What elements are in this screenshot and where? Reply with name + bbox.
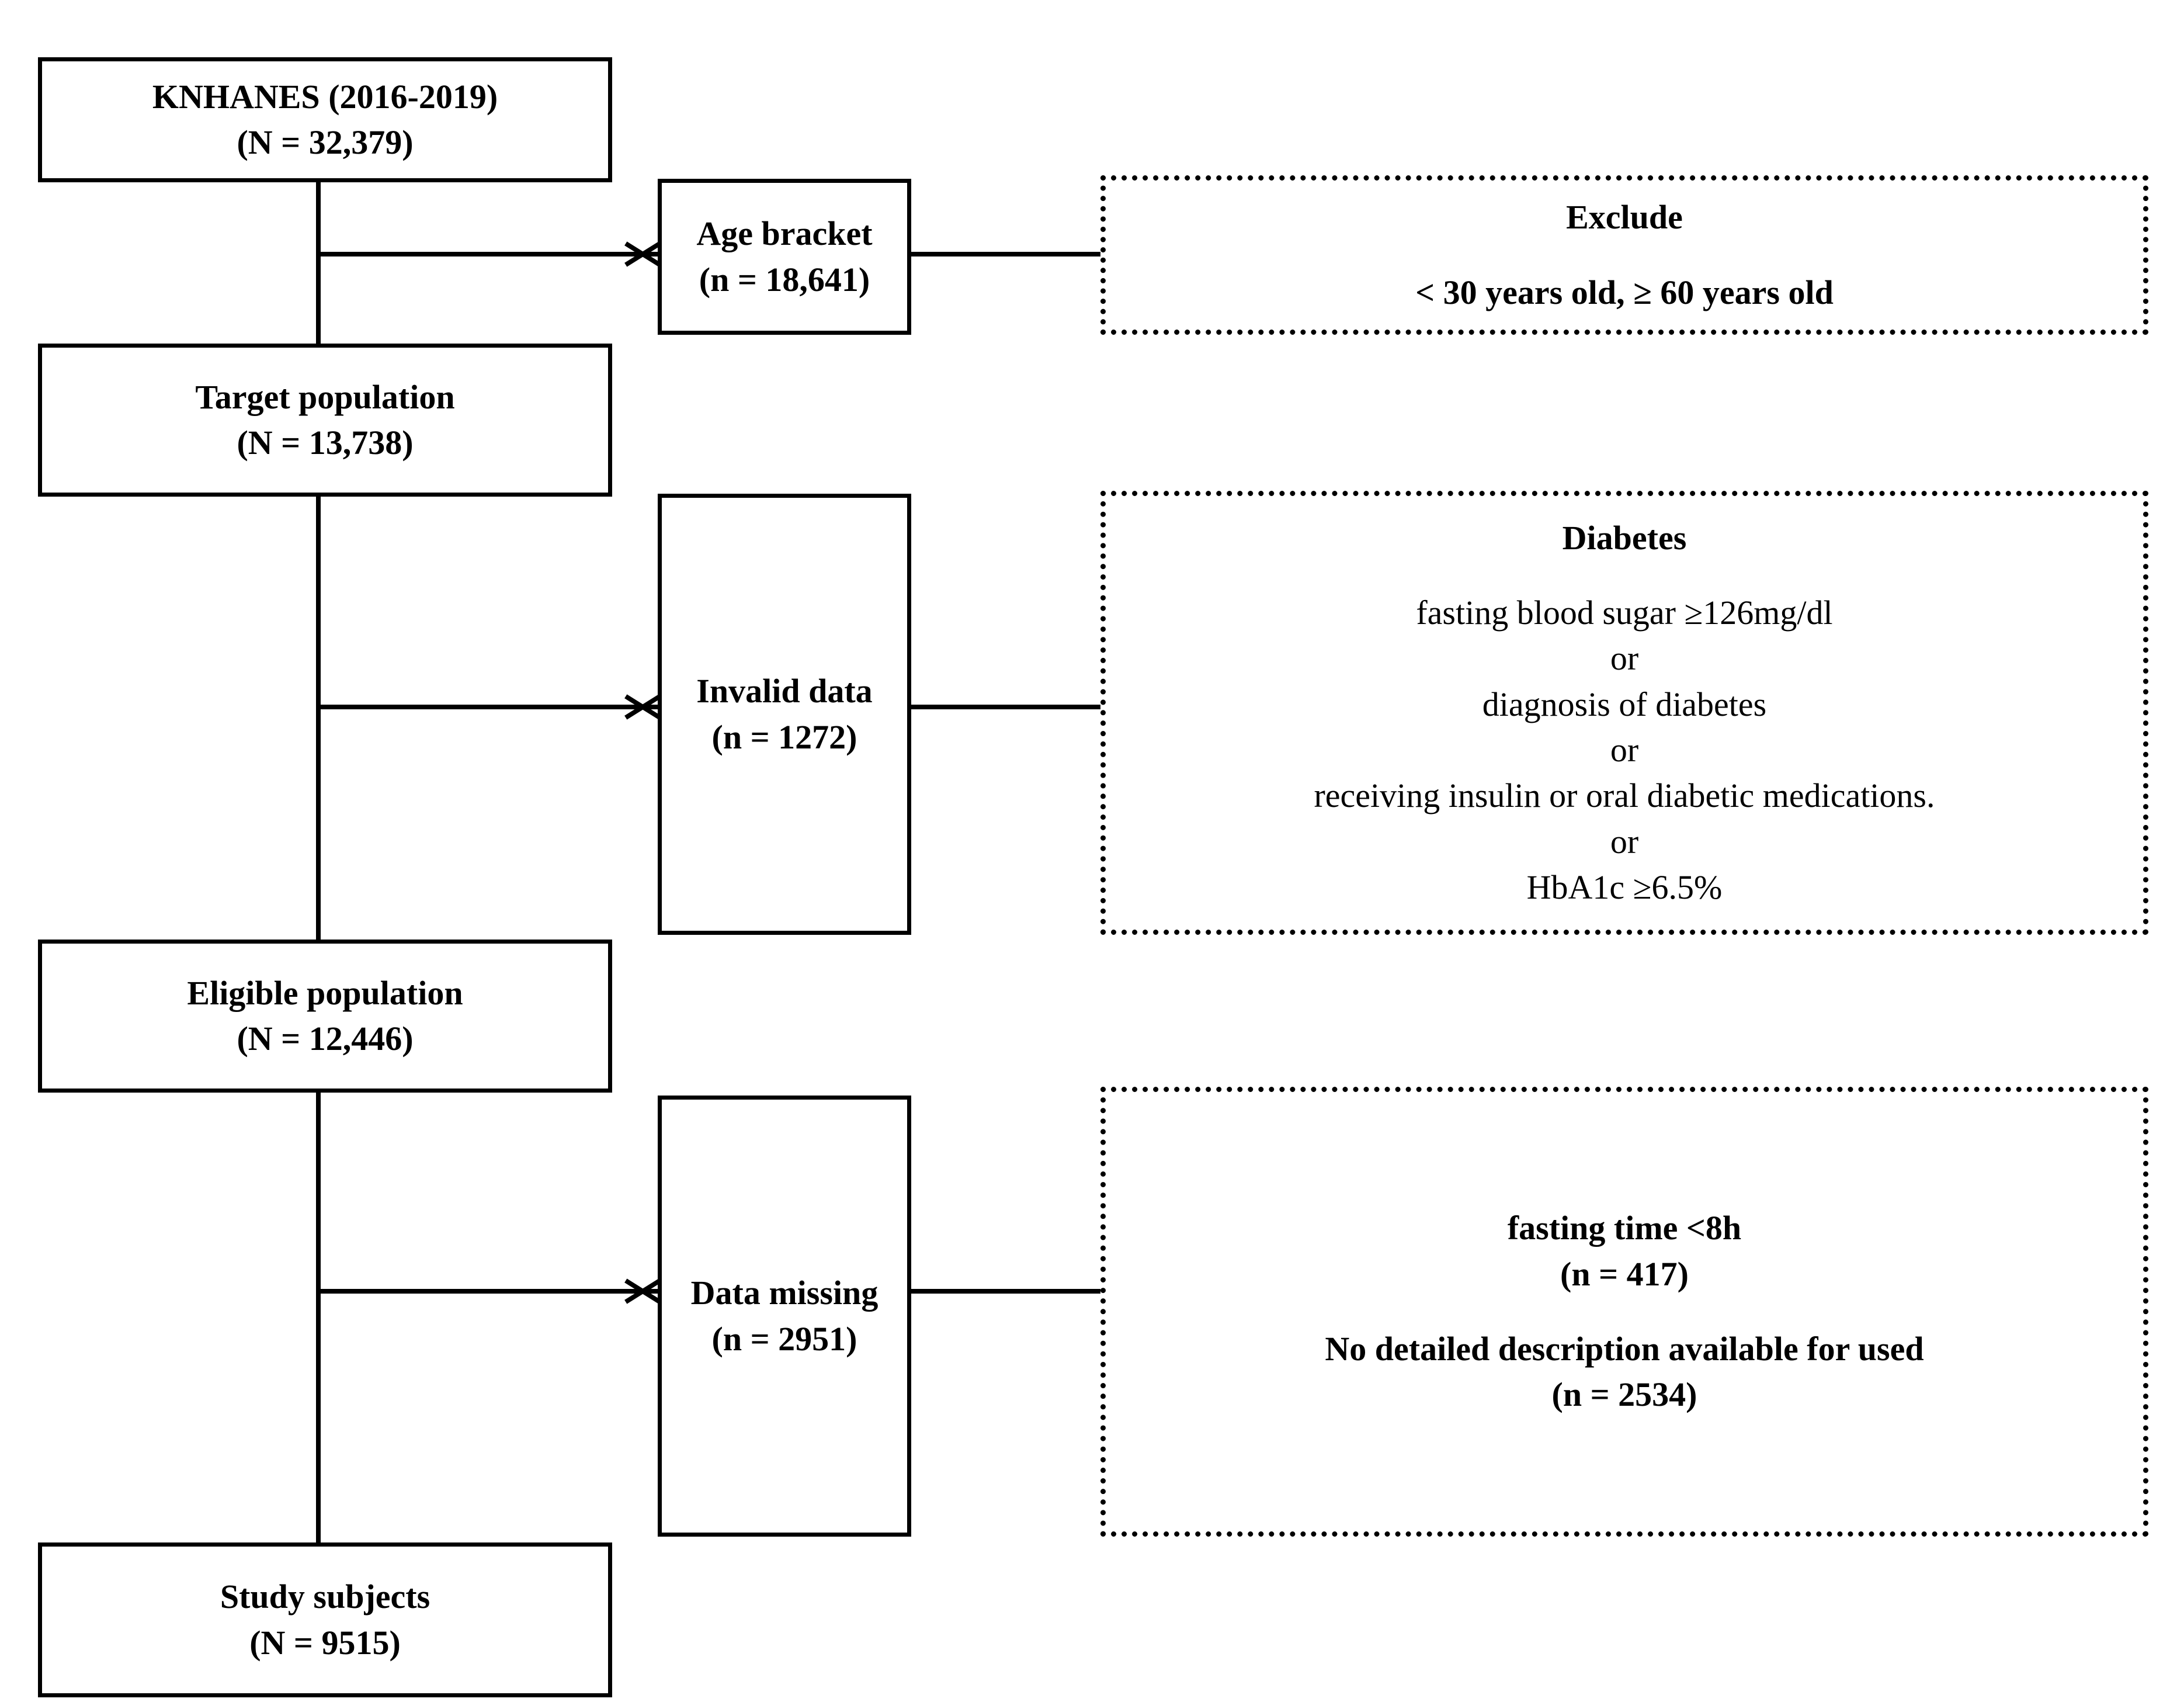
connector-missing-to-criteria xyxy=(909,1289,1102,1294)
node-age-bracket-line1: Age bracket xyxy=(696,214,873,253)
node-missing-criteria: fasting time <8h (n = 417) No detailed d… xyxy=(1100,1087,2148,1537)
connector-target-to-eligible xyxy=(316,495,321,944)
connector-eligible-to-study xyxy=(316,1090,321,1546)
node-target-population: Target population (N = 13,738) xyxy=(38,344,612,497)
node-eligible-population: Eligible population (N = 12,446) xyxy=(38,940,612,1093)
arrowhead-age-bracket xyxy=(619,234,660,275)
node-data-missing-line1: Data missing xyxy=(690,1274,879,1312)
missing-criteria-line-0: fasting time <8h xyxy=(1507,1209,1742,1247)
connector-invalid-to-diabetes xyxy=(909,705,1102,709)
node-exclude-criteria: Exclude < 30 years old, ≥ 60 years old xyxy=(1100,175,2148,335)
node-data-missing: Data missing (n = 2951) xyxy=(658,1096,911,1537)
connector-age-to-exclude xyxy=(909,252,1102,256)
connector-source-to-target xyxy=(316,181,321,347)
diabetes-criteria-line-7: or xyxy=(1610,822,1639,861)
node-data-missing-line2: (n = 2951) xyxy=(711,1319,857,1358)
diabetes-criteria-line-0: Diabetes xyxy=(1562,518,1687,557)
node-invalid-data: Invalid data (n = 1272) xyxy=(658,494,911,935)
node-target-line1: Target population xyxy=(195,377,455,416)
node-source-line1: KNHANES (2016-2019) xyxy=(152,77,498,116)
node-invalid-data-line2: (n = 1272) xyxy=(711,717,857,756)
missing-criteria-line-3: No detailed description available for us… xyxy=(1325,1330,1924,1368)
diabetes-criteria-line-6: receiving insulin or oral diabetic medic… xyxy=(1314,777,1935,815)
exclude-criteria-line-0: Exclude xyxy=(1566,198,1683,237)
node-age-bracket-line2: (n = 18,641) xyxy=(699,260,870,299)
node-source-population: KNHANES (2016-2019) (N = 32,379) xyxy=(38,57,612,182)
missing-criteria-line-1: (n = 417) xyxy=(1560,1254,1689,1293)
node-eligible-line2: (N = 12,446) xyxy=(237,1020,414,1058)
node-invalid-data-line1: Invalid data xyxy=(696,672,873,710)
arrow-line-to-age-bracket xyxy=(316,252,661,256)
diabetes-criteria-line-4: diagnosis of diabetes xyxy=(1482,685,1767,723)
arrowhead-data-missing xyxy=(619,1271,660,1312)
node-study-line2: (N = 9515) xyxy=(249,1623,401,1662)
diabetes-criteria-line-5: or xyxy=(1610,731,1639,769)
diabetes-criteria-line-2: fasting blood sugar ≥126mg/dl xyxy=(1416,594,1833,632)
diabetes-criteria-line-8: HbA1c ≥6.5% xyxy=(1526,868,1723,906)
arrow-line-to-data-missing xyxy=(316,1289,661,1294)
diabetes-criteria-line-3: or xyxy=(1610,639,1639,678)
node-age-bracket: Age bracket (n = 18,641) xyxy=(658,179,911,335)
node-source-line2: (N = 32,379) xyxy=(237,123,414,161)
missing-criteria-line-4: (n = 2534) xyxy=(1551,1375,1697,1414)
arrow-line-to-invalid-data xyxy=(316,705,661,709)
node-study-subjects: Study subjects (N = 9515) xyxy=(38,1542,612,1697)
node-study-line1: Study subjects xyxy=(220,1578,430,1616)
node-eligible-line1: Eligible population xyxy=(187,973,463,1012)
node-target-line2: (N = 13,738) xyxy=(237,424,414,462)
exclude-criteria-line-1: < 30 years old, ≥ 60 years old xyxy=(1415,273,1834,311)
arrowhead-invalid-data xyxy=(619,687,660,727)
node-diabetes-criteria: Diabetes fasting blood sugar ≥126mg/dl o… xyxy=(1100,491,2148,935)
